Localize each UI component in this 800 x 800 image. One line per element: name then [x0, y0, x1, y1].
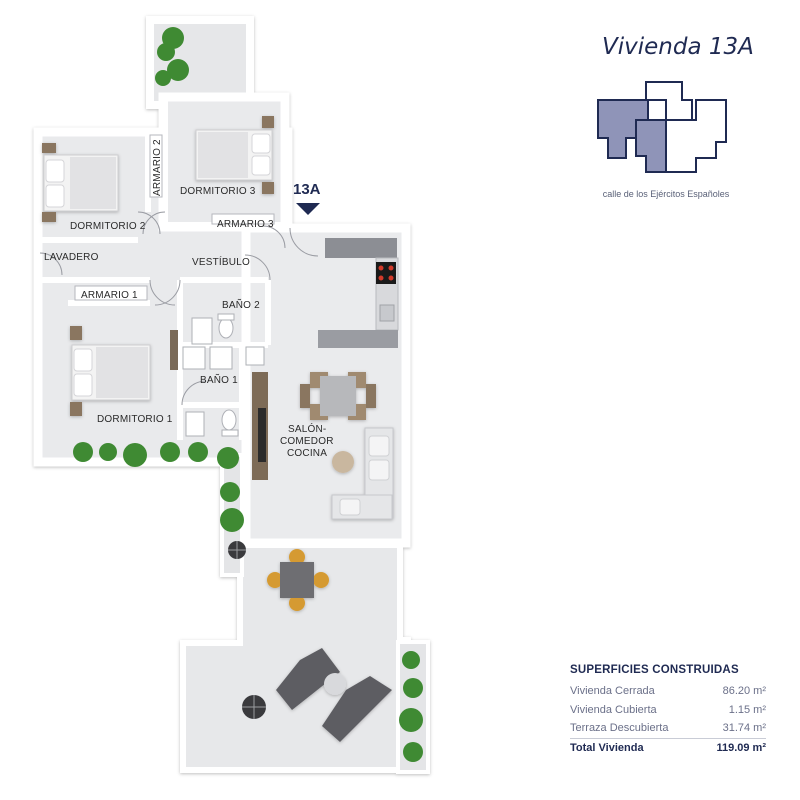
room-labels: DORMITORIO 2 DORMITORIO 3 DORMITORIO 1 A…	[44, 139, 334, 459]
surfaces-heading: SUPERFICIES CONSTRUIDAS	[570, 664, 739, 676]
interior-walls	[38, 97, 285, 440]
surface-total-label: Total Vivienda	[570, 741, 644, 754]
bathroom-fixtures	[182, 313, 265, 437]
entrance-arrow-icon	[296, 203, 320, 215]
bed-dormitorio-3	[195, 116, 274, 194]
surface-total-row: Total Vivienda 119.09 m²	[570, 737, 766, 758]
label-armario-1: ARMARIO 1	[81, 290, 138, 301]
page-title: Vivienda 13A	[602, 34, 754, 60]
label-dormitorio-2: DORMITORIO 2	[70, 221, 146, 232]
terrace-table	[267, 549, 329, 611]
sliding-panel	[170, 330, 178, 370]
key-plan-block-right	[665, 99, 727, 173]
key-plan-block-top	[645, 81, 693, 121]
surface-value: 1.15 m²	[728, 703, 766, 716]
bed-dormitorio-1	[70, 326, 151, 416]
label-armario-3: ARMARIO 3	[217, 219, 274, 230]
street-caption: calle de los Ejércitos Españoles	[602, 189, 730, 199]
label-dormitorio-3: DORMITORIO 3	[180, 186, 256, 197]
wardrobes	[74, 134, 275, 301]
surface-row: Vivienda Cubierta 1.15 m²	[570, 701, 766, 720]
label-lavadero: LAVADERO	[44, 252, 99, 263]
surface-row: Vivienda Cerrada 86.20 m²	[570, 682, 766, 701]
unit-marker-label: 13A	[293, 181, 321, 198]
door-swings	[39, 211, 319, 406]
surface-row: Terraza Descubierta 31.74 m²	[570, 719, 766, 738]
label-vestibulo: VESTÍBULO	[192, 255, 250, 268]
planters	[73, 27, 423, 762]
label-salon: SALÓN-	[288, 422, 326, 435]
surface-label: Terraza Descubierta	[570, 722, 669, 734]
surface-value: 31.74 m²	[722, 722, 766, 734]
label-bano-1: BAÑO 1	[200, 373, 238, 386]
label-dormitorio-1: DORMITORIO 1	[97, 414, 173, 425]
surface-label: Vivienda Cubierta	[570, 703, 657, 716]
tv-screen	[258, 408, 266, 462]
key-plan	[597, 81, 727, 173]
label-bano-2: BAÑO 2	[222, 298, 260, 311]
label-comedor: COMEDOR	[280, 436, 334, 447]
sofa	[331, 427, 394, 520]
dining-set	[300, 372, 376, 420]
surface-total-value: 119.09 m²	[716, 741, 766, 754]
umbrellas	[228, 541, 266, 719]
kitchen-units	[318, 238, 399, 348]
label-cocina: COCINA	[287, 448, 327, 459]
key-plan-highlight-unit	[635, 119, 667, 173]
label-armario-2: ARMARIO 2	[152, 139, 163, 196]
sun-loungers	[276, 648, 392, 742]
surface-value: 86.20 m²	[722, 685, 766, 697]
surface-label: Vivienda Cerrada	[570, 685, 655, 697]
bed-dormitorio-2	[42, 143, 119, 222]
surfaces-table: SUPERFICIES CONSTRUIDAS Vivienda Cerrada…	[570, 664, 766, 757]
